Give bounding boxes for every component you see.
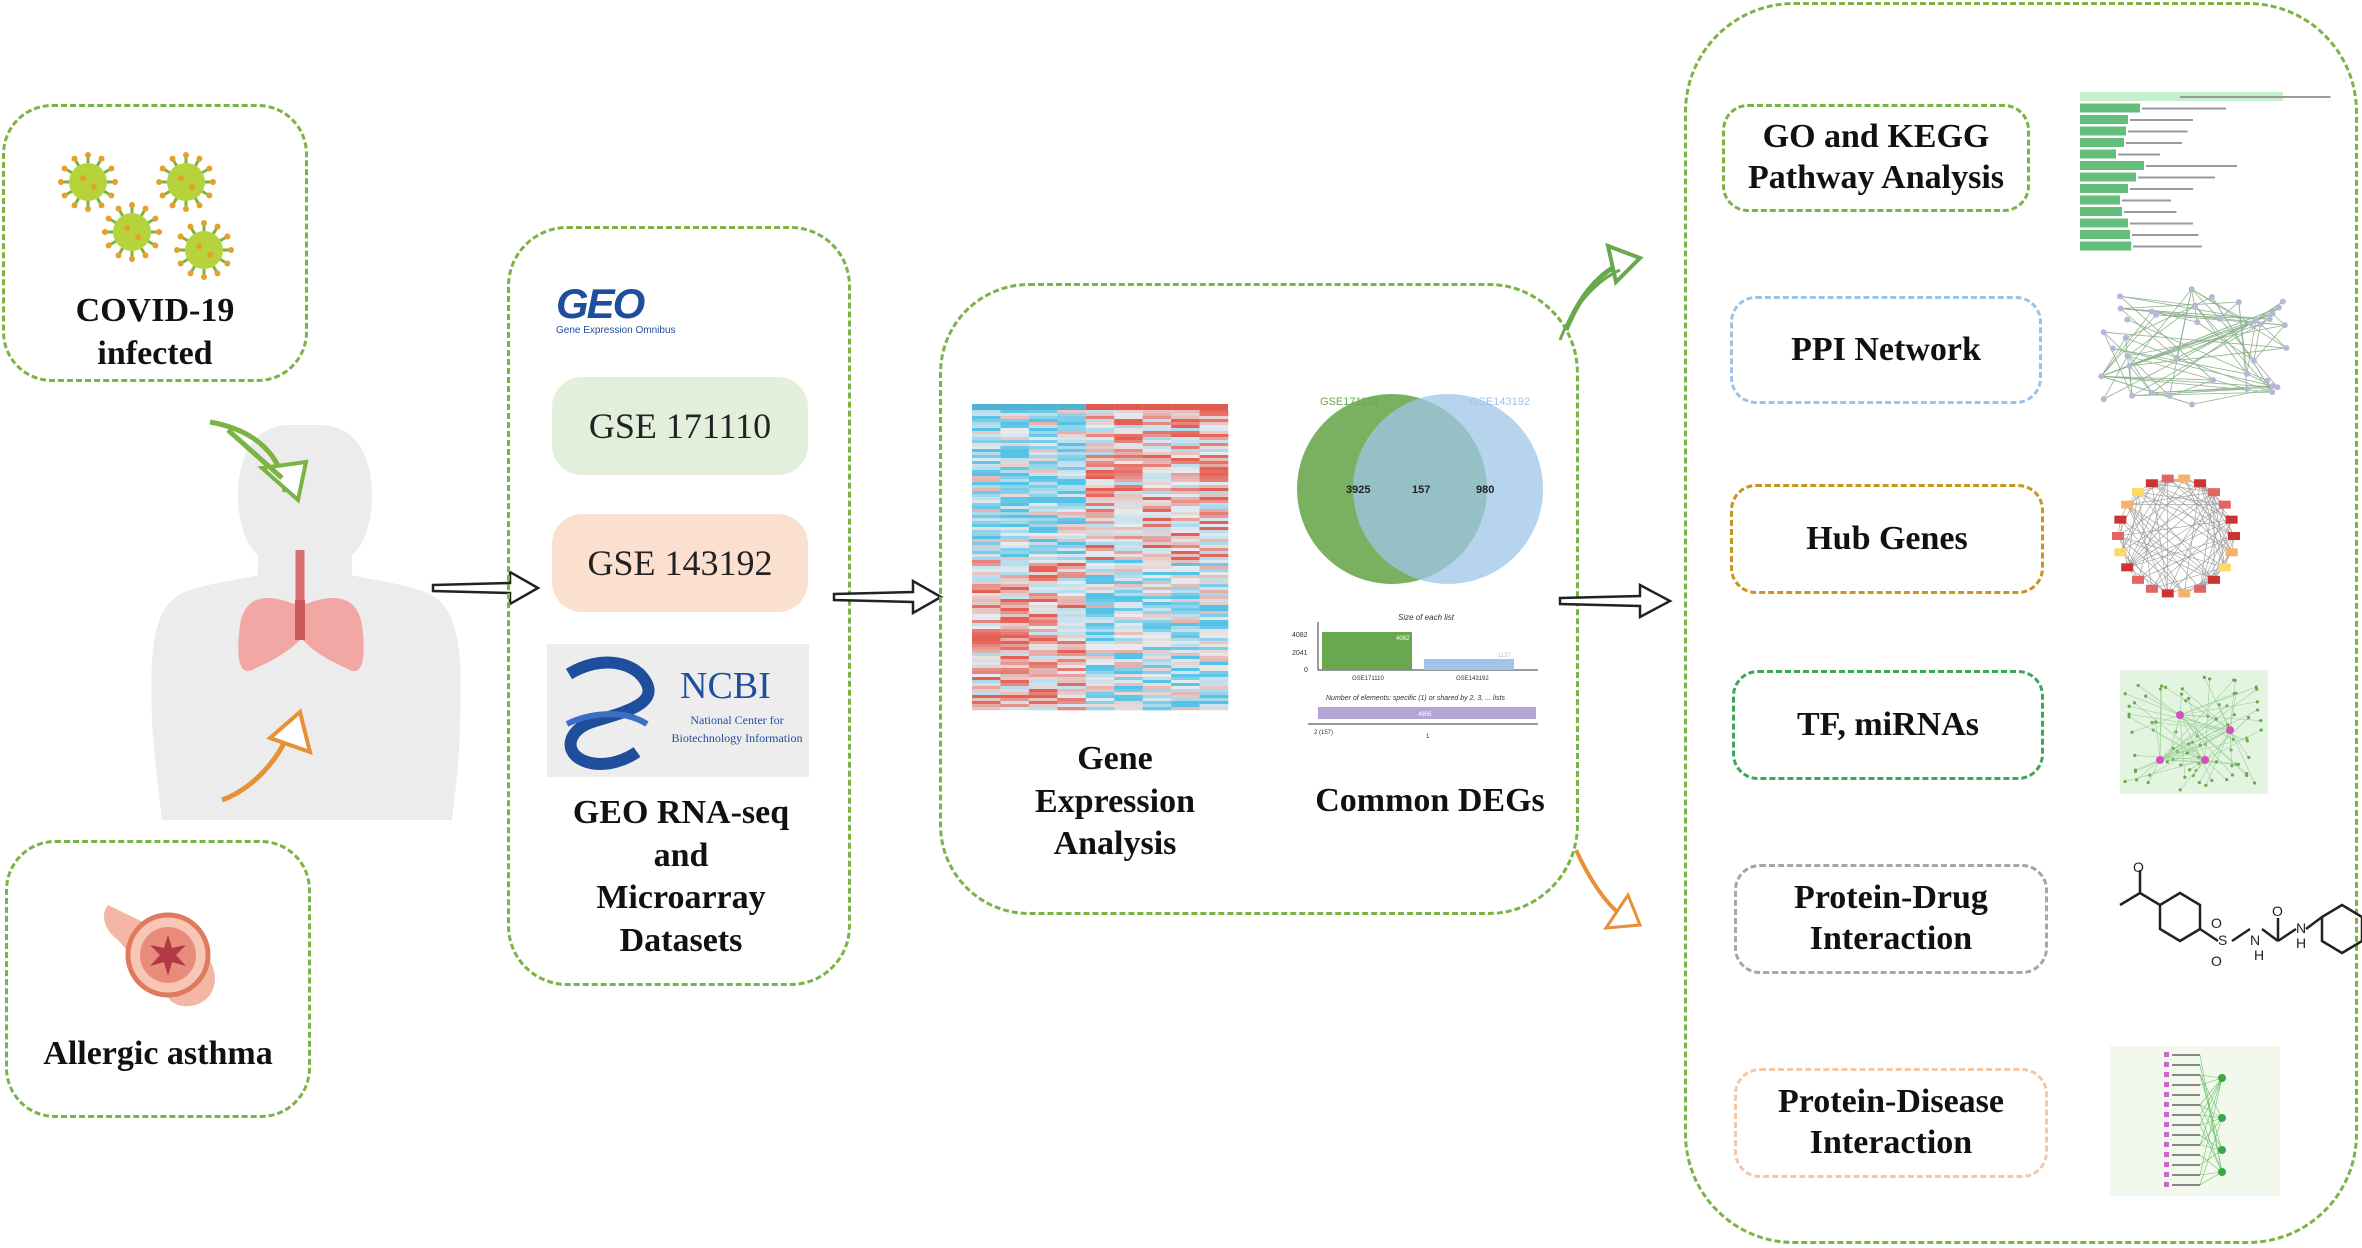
datasets-box (507, 226, 851, 986)
covid-label: COVID-19 infected (75, 292, 235, 372)
intersect-value: 4905 (1418, 712, 1432, 718)
list-size-title: Size of each list (1398, 613, 1455, 622)
ncbi-helix-icon (564, 656, 655, 770)
geo-logo-subtitle: Gene Expression Omnibus (556, 325, 676, 336)
go-kegg-box: GO and KEGG Pathway Analysis (1722, 104, 2030, 212)
gene-expression-label: Gene Expression Analysis (1035, 740, 1195, 862)
bar-a-label: GSE171110 (1352, 676, 1384, 682)
protein-disease-box: Protein-Disease Interaction (1734, 1068, 2048, 1178)
svg-text:O: O (2133, 859, 2144, 875)
results-box (1684, 2, 2358, 1244)
hub-genes-thumbnail (2112, 474, 2240, 598)
svg-text:O: O (2272, 903, 2283, 919)
asthma-box (5, 840, 311, 1118)
hub-genes-box: Hub Genes (1730, 484, 2044, 594)
svg-text:S: S (2218, 932, 2227, 948)
venn-set-b-name: GSE143192 (1470, 396, 1530, 408)
svg-text:H: H (2254, 947, 2264, 963)
drug-structure-icon (2119, 870, 2362, 955)
venn-a-only: 3925 (1346, 484, 1370, 496)
venn-b-only: 980 (1476, 484, 1494, 496)
asthma-label: Allergic asthma (43, 1035, 273, 1072)
bar-b-value: 1137 (1498, 653, 1512, 659)
venn-set-b (1353, 394, 1543, 584)
gse-171110-pill: GSE 171110 (552, 377, 808, 475)
tf-mirnas-box: TF, miRNAs (1732, 670, 2044, 780)
geo-logo-text: GEO (556, 280, 645, 327)
upset-subtitle: Number of elements: specific (1) or shar… (1326, 695, 1505, 702)
bar-b-label: GSE143192 (1456, 676, 1489, 682)
venn-overlap: 157 (1412, 484, 1430, 496)
y-tick-bottom: 0 (1304, 667, 1308, 674)
svg-text:N: N (2296, 920, 2306, 936)
disease-network-thumbnail (2110, 1046, 2280, 1196)
x-label-left: 2 (157) (1314, 730, 1333, 736)
tf-mirna-thumbnail (2120, 670, 2268, 794)
ppi-network-box: PPI Network (1730, 296, 2042, 404)
ncbi-logo: NCBI National Center for Biotechnology I… (547, 644, 809, 777)
ppi-network-thumbnail (2098, 286, 2290, 408)
datasets-caption: GEO RNA-seq and Microarray Datasets (572, 794, 790, 959)
y-tick-mid: 2041 (1292, 650, 1308, 657)
venn-set-a-name: GSE171110 (1320, 396, 1378, 408)
svg-text:O: O (2211, 953, 2222, 969)
gse-143192-pill: GSE 143192 (552, 514, 808, 612)
go-kegg-thumbnail (2080, 92, 2331, 251)
svg-text:H: H (2296, 935, 2306, 951)
bar-gse143192 (1424, 659, 1514, 670)
protein-drug-box: Protein-Drug Interaction (1734, 864, 2048, 974)
y-tick-top: 4082 (1292, 632, 1308, 639)
bar-gse171110 (1322, 632, 1412, 670)
bar-a-value: 4082 (1396, 636, 1410, 642)
svg-text:N: N (2250, 932, 2260, 948)
x-label-right: 1 (1426, 734, 1430, 740)
intersect-bar (1318, 707, 1536, 719)
common-degs-label: Common DEGs (1315, 782, 1545, 819)
geo-logo: GEO Gene Expression Omnibus (556, 280, 686, 337)
covid-box (2, 104, 308, 382)
svg-text:O: O (2211, 915, 2222, 931)
ncbi-title: NCBI (680, 665, 771, 707)
ncbi-subtitle: National Center for Biotechnology Inform… (671, 713, 803, 745)
